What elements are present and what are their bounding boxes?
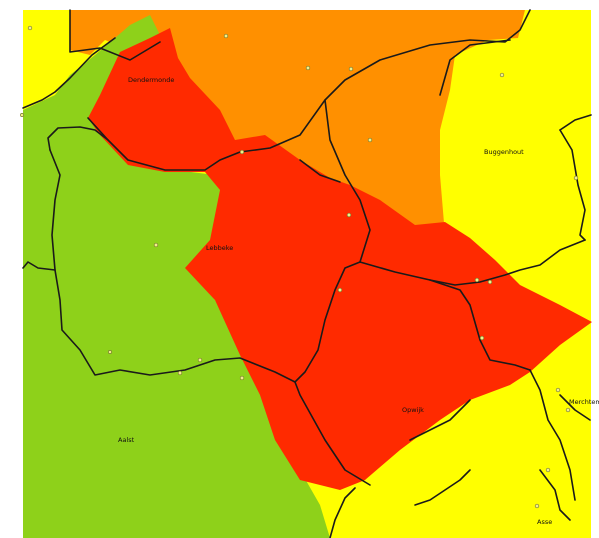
region-red-central	[88, 28, 592, 490]
town-label-aalst: Aalst	[118, 436, 135, 444]
station-point	[153, 242, 159, 248]
station-point	[348, 66, 354, 72]
station-point	[565, 407, 571, 413]
station-point	[573, 175, 579, 181]
boundary-segment	[529, 369, 576, 501]
station-point	[487, 279, 493, 285]
boundary-segment	[414, 469, 471, 506]
boundary-segment	[409, 399, 471, 441]
boundary-segment	[294, 381, 371, 486]
station-point	[474, 277, 480, 283]
town-label-lebbeke: Lebbeke	[206, 244, 233, 252]
boundary-segment	[87, 9, 531, 171]
town-label-buggenhout: Buggenhout	[484, 148, 524, 156]
station-point	[337, 287, 343, 293]
station-point	[545, 467, 551, 473]
town-label-opwijk: Opwijk	[402, 406, 424, 414]
boundary-segment	[559, 129, 586, 241]
town-label-merchtem: Merchtem	[569, 398, 599, 406]
boundary-segment	[324, 99, 371, 263]
station-point	[367, 137, 373, 143]
boundary-segment	[299, 159, 341, 183]
station-point	[555, 387, 561, 393]
station-point	[479, 335, 485, 341]
boundary-segment	[329, 487, 356, 538]
station-points	[20, 25, 579, 509]
station-point	[239, 149, 245, 155]
map-area: Dendermonde Buggenhout Lebbeke Opwijk Aa…	[20, 9, 599, 538]
station-point	[27, 25, 33, 31]
boundary-segment	[22, 37, 116, 109]
station-point	[20, 113, 24, 117]
boundary-segment	[294, 261, 361, 383]
station-point	[239, 375, 245, 381]
boundary-segment	[359, 261, 531, 371]
region-green-west	[23, 15, 330, 538]
station-point	[177, 370, 183, 376]
station-point	[305, 65, 311, 71]
town-label-dendermonde: Dendermonde	[128, 76, 174, 84]
station-point	[108, 350, 112, 354]
town-label-asse: Asse	[537, 518, 552, 526]
boundary-segment	[22, 149, 61, 271]
station-point	[197, 357, 203, 363]
boundary-segment	[429, 239, 586, 286]
boundary-segment	[539, 469, 571, 521]
station-point	[346, 212, 352, 218]
station-point	[499, 72, 505, 78]
station-point	[223, 33, 229, 39]
boundary-segment	[559, 394, 591, 421]
boundary-segment	[559, 114, 592, 131]
boundary-segment	[69, 9, 161, 61]
boundary-segment	[54, 269, 296, 383]
boundary-segment	[47, 126, 109, 151]
station-point	[534, 503, 540, 509]
boundary-segment	[439, 39, 511, 96]
